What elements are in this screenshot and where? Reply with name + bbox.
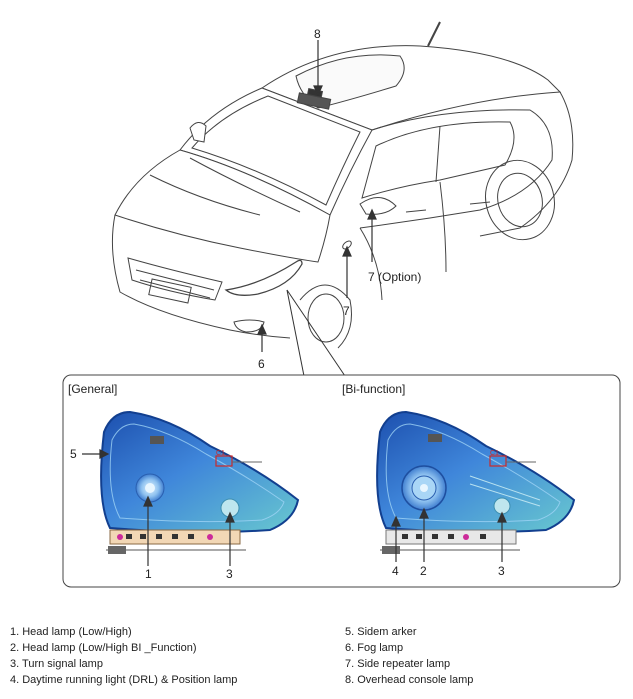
legend-item-7: 7. Side repeater lamp — [345, 658, 451, 670]
legend: 1. Head lamp (Low/High) 2. Head lamp (Lo… — [0, 624, 633, 696]
callout-6: 6 — [258, 357, 265, 371]
panel-title-bifunction: [Bi-function] — [342, 382, 405, 396]
bifunction-callout-leaders — [391, 507, 507, 562]
callout-7-option: 7 (Option) — [368, 270, 421, 284]
legend-item-5: 5. Sidem arker — [345, 626, 417, 638]
zoom-leaders — [286, 289, 346, 377]
legend-right-column: 5. Sidem arker 6. Fog lamp 7. Side repea… — [345, 624, 625, 688]
car-illustration — [111, 21, 574, 349]
general-callout-3: 3 — [226, 567, 233, 581]
legend-item-3: 3. Turn signal lamp — [10, 658, 103, 670]
legend-left-column: 1. Head lamp (Low/High) 2. Head lamp (Lo… — [10, 624, 330, 688]
legend-item-8: 8. Overhead console lamp — [345, 674, 474, 686]
bifunction-callout-2: 2 — [420, 564, 427, 578]
legend-item-2: 2. Head lamp (Low/High BI _Function) — [10, 642, 197, 654]
svg-text:C1: C1 — [216, 450, 225, 457]
legend-item-1: 1. Head lamp (Low/High) — [10, 626, 132, 638]
panel-title-general: [General] — [68, 382, 117, 396]
general-callout-5: 5 — [70, 447, 77, 461]
connector-c1-bifunction — [489, 455, 507, 467]
svg-text:C1: C1 — [490, 450, 499, 457]
callout-7: 7 — [343, 304, 350, 318]
headlamp-location-diagram: 8 7 (Option) 7 6 [General] [Bi-function]… — [62, 21, 621, 588]
legend-item-4: 4. Daytime running light (DRL) & Positio… — [10, 674, 238, 686]
legend-item-6: 6. Fog lamp — [345, 642, 404, 654]
bifunction-callout-3: 3 — [498, 564, 505, 578]
general-callout-leaders — [82, 449, 235, 566]
connector-c1-general — [215, 455, 233, 467]
general-callout-1: 1 — [145, 567, 152, 581]
callout-8: 8 — [314, 27, 321, 41]
car-callout-leaders — [257, 40, 377, 352]
bifunction-callout-4: 4 — [392, 564, 399, 578]
